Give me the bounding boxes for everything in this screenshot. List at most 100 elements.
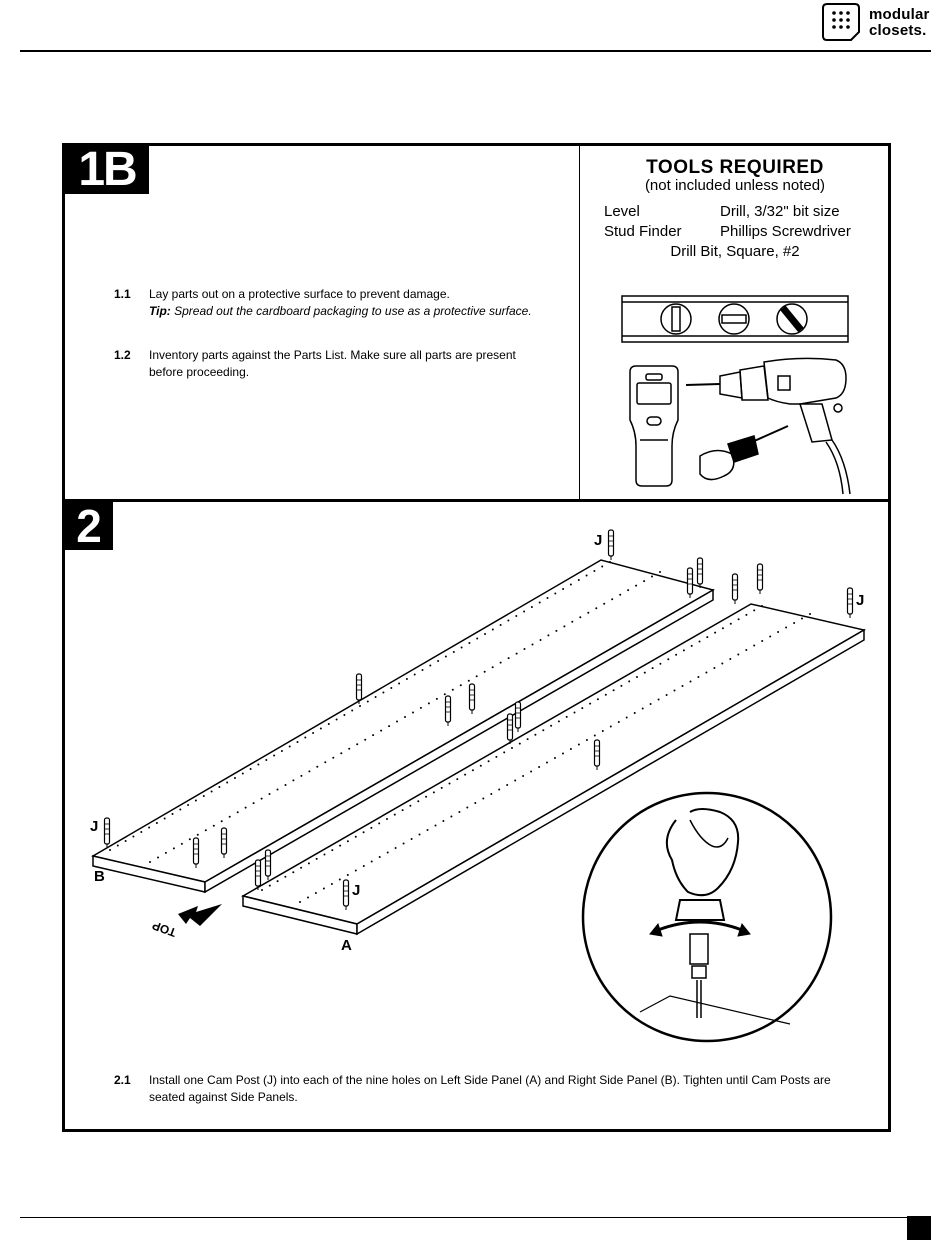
step-2-badge: 2 — [65, 502, 113, 550]
panel-hole — [332, 756, 335, 759]
cam-post — [254, 859, 262, 891]
page-tab-marker — [907, 1216, 931, 1240]
panel-hole — [596, 698, 599, 701]
cam-post — [756, 563, 764, 595]
panel-hole — [398, 682, 401, 685]
panel-hole — [171, 813, 174, 815]
panel-hole — [378, 856, 381, 858]
panel-hole — [530, 770, 533, 773]
panel-hole — [437, 660, 440, 662]
panel-hole — [643, 580, 646, 583]
panel-hole — [196, 833, 199, 836]
panel-hole — [601, 730, 604, 732]
panel-hole — [388, 725, 391, 728]
instruction-number: 1.2 — [114, 348, 131, 362]
panel-hole — [506, 784, 509, 786]
panel-hole — [466, 806, 469, 809]
tool-drill-bit: Drill Bit, Square, #2 — [670, 243, 800, 260]
panel-hole — [346, 874, 349, 876]
panel-hole — [530, 606, 533, 608]
panel-hole — [585, 574, 588, 577]
panel-hole — [276, 880, 279, 883]
panel-hole — [323, 853, 326, 856]
brand-wordmark: modular closets. — [869, 7, 930, 39]
panel-hole — [555, 629, 558, 632]
tool-screwdriver: Phillips Screwdriver — [720, 223, 851, 240]
panel-hole — [458, 811, 461, 813]
cam-post — [444, 695, 452, 727]
panel-hole — [460, 646, 463, 649]
brand-dot: . — [922, 22, 927, 39]
tool-level: Level — [604, 203, 640, 220]
panel-hole — [609, 725, 612, 728]
panel-hole — [499, 624, 502, 626]
tip-label: Tip: — [149, 304, 171, 318]
panel-hole — [601, 565, 604, 568]
panel-hole — [753, 609, 756, 612]
panel-hole — [753, 644, 756, 647]
panel-hole — [471, 769, 474, 772]
panel-hole — [690, 644, 693, 647]
panel-hole — [300, 774, 303, 777]
panel-hole — [698, 640, 701, 643]
panel-hole — [324, 761, 327, 764]
panel-hole — [659, 662, 662, 665]
panel-hole — [451, 688, 454, 691]
panel-hole — [348, 747, 351, 750]
panel-hole — [338, 878, 341, 881]
label-cam-post: J — [352, 882, 361, 899]
panel-hole — [511, 747, 513, 749]
panel-hole — [427, 702, 430, 705]
panel-hole — [308, 770, 311, 773]
label-cam-post: J — [594, 532, 603, 549]
panel-hole — [657, 698, 660, 701]
panel-hole — [793, 622, 796, 624]
step-1b-badge: 1B — [65, 146, 149, 194]
cam-post — [264, 849, 272, 881]
panel-hole — [593, 570, 596, 572]
panel-hole — [577, 743, 580, 746]
panel-hole — [179, 808, 182, 811]
panel-hole — [124, 840, 127, 842]
panel-hole — [354, 869, 357, 872]
panel-hole — [482, 797, 485, 800]
panel-hole — [777, 631, 780, 633]
panel-hole — [579, 616, 582, 619]
top-arrow-icon — [178, 904, 222, 926]
panel-hole — [364, 738, 367, 741]
panel-hole — [257, 763, 260, 766]
panel-hole — [276, 788, 279, 791]
panel-hole — [476, 637, 479, 640]
header-rule — [20, 50, 931, 52]
panel-hole — [495, 755, 498, 758]
tool-drill: Drill, 3/32" bit size — [720, 203, 840, 220]
panel-hole — [362, 865, 365, 867]
panel-hole — [729, 622, 732, 625]
panel-hole — [507, 619, 510, 622]
panel-hole — [651, 667, 654, 670]
panel-hole — [628, 680, 631, 683]
panel-hole — [443, 693, 446, 696]
cam-post — [731, 573, 739, 605]
panel-hole — [571, 620, 574, 623]
panel-hole — [801, 617, 803, 620]
panel-hole — [307, 862, 310, 865]
panel-hole — [538, 601, 541, 604]
panel-hole — [562, 752, 564, 755]
panel-hole — [785, 626, 788, 629]
section-divider — [62, 499, 891, 502]
panel-hole — [339, 844, 342, 847]
panel-hole — [448, 782, 451, 785]
panel-hole — [244, 806, 247, 809]
panel-hole — [356, 743, 359, 746]
panel-hole — [612, 689, 615, 692]
panel-hole — [587, 611, 590, 614]
panel-hole — [315, 857, 318, 860]
panel-hole — [194, 799, 197, 802]
panel-hole — [681, 685, 684, 687]
panel-hole — [554, 592, 557, 595]
panel-hole — [322, 887, 325, 890]
panel-hole — [604, 693, 607, 696]
panel-hole — [611, 598, 614, 601]
